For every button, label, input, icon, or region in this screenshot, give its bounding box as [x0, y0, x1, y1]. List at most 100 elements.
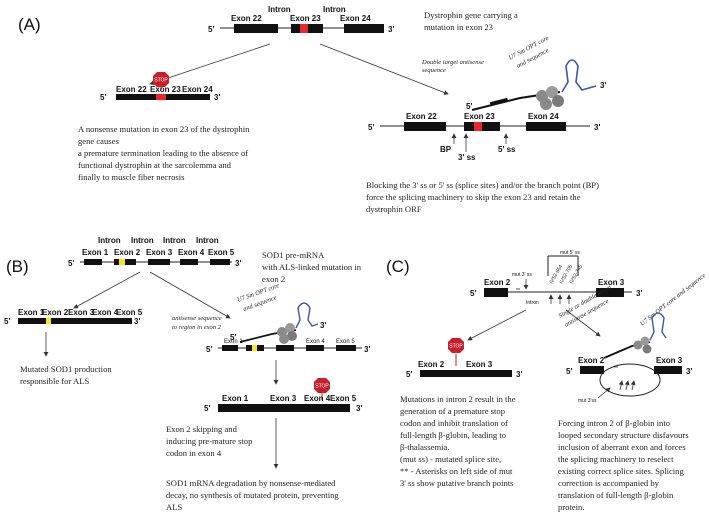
five-prime: 5'	[4, 317, 10, 326]
double-target-line-2: sequence	[422, 67, 446, 74]
exon2-label: Exon 2	[418, 360, 445, 369]
intron-label: Intron	[323, 5, 346, 14]
text-line: looped secondary structure disfavours	[558, 430, 689, 440]
gene-caption-line-2: mutation in exon 23	[424, 22, 493, 32]
intron-label: Intron	[526, 300, 539, 306]
sod1-caption-line-2: with ALS-linked mutation in	[262, 262, 362, 272]
panel-a-right-text: Blocking the 3' ss or 5' ss (splice site…	[366, 180, 599, 214]
exon4-label: Exon 4	[304, 394, 331, 403]
exon3-label: Exon 3	[68, 308, 95, 317]
hairpin-icon	[649, 312, 667, 341]
text-line: inclusion of aberrant exon and forces	[558, 442, 686, 452]
antisense-line-1: antisense sequence	[172, 315, 222, 322]
five-prime: 5'	[566, 367, 572, 376]
text-line: correction is accompanied by	[558, 478, 660, 488]
text-line: Mutations in intron 2 result in the	[400, 394, 516, 404]
looped-pre-mrna: 5' 3' Exon 2 Exon 3 ** mut 3'ss	[566, 356, 692, 404]
exon22-label: Exon 22	[116, 85, 147, 94]
u7-antisense-construct-a: Double target antisense sequence U7 Sm O…	[421, 35, 606, 111]
stop-sign-icon	[153, 72, 169, 87]
five-prime: 5'	[406, 370, 412, 379]
text-line: full-length β-globin, leading to	[400, 430, 506, 440]
three-prime: 3'	[356, 404, 362, 413]
text-line: dystrophin ORF	[366, 204, 422, 214]
mut5ss-label: mut 5' ss	[560, 250, 580, 256]
intron-label: Intron	[268, 5, 291, 14]
panel-b: (B) 5' 3' Intron Intron Intron Intron Ex…	[4, 236, 370, 512]
three-prime: 3'	[134, 317, 140, 326]
nmd-line-2: decay, no synthesis of mutated protein, …	[166, 490, 339, 500]
three-prime: 3'	[600, 81, 606, 90]
exon2-label: Exon 2	[578, 356, 605, 365]
mut3ss-lower-label: mut 3'ss	[578, 398, 597, 404]
text-line: (mut ss) - mutated splice site,	[400, 454, 501, 464]
text-line: generation of a premature stop	[400, 406, 505, 416]
three-prime: 3'	[388, 25, 394, 34]
mutated-sod1-mrna: 5' 3' Exon 1 Exon 2 Exon 3 Exon 4 Exon 5	[4, 308, 143, 326]
text-line: the splicing machinery to reselect	[558, 454, 674, 464]
three-prime: 3'	[214, 93, 220, 102]
exon22-label: Exon 22	[231, 14, 262, 23]
globin-pre-mrna: 5' 3' Exon 2 Exon 3 ** mut 3' ss mut 5' …	[470, 250, 642, 306]
exon2-label: Exon 2	[42, 308, 69, 317]
intron-label: Intron	[163, 236, 186, 245]
three-prime: 3'	[235, 259, 241, 268]
exon24-label: Exon 24	[182, 85, 213, 94]
ss5-label: 5' ss	[498, 145, 516, 154]
exon5-label: Exon 5	[208, 248, 235, 257]
u7-core: U7 Sm OPT core and sequence	[639, 272, 707, 327]
nmd-line-3: ALS	[166, 502, 182, 512]
hairpin-icon	[295, 302, 319, 329]
exon1-label: Exon 1	[82, 248, 109, 257]
nonsense-mrna: STOP 5' 3' Exon 22 Exon 23 Exon 24	[100, 72, 220, 102]
intron-label: Intron	[131, 236, 154, 245]
text-line: finally to muscle fiber necrosis	[78, 172, 185, 182]
five-prime: 5'	[208, 25, 214, 34]
five-prime: 5'	[68, 259, 74, 268]
text-line: Forcing intron 2 of β-globin into	[558, 418, 670, 428]
stop-sign-icon	[448, 338, 464, 353]
panel-a-left-text: A nonsense mutation in exon 23 of the dy…	[78, 124, 250, 182]
text-line: ** - Asterisks on left side of mut	[400, 466, 513, 476]
exon22-label: Exon 22	[406, 112, 437, 121]
intron-label: Intron	[98, 236, 121, 245]
sod1-caption-line-1: SOD1 pre-mRNA	[262, 250, 325, 260]
hairpin-icon	[561, 59, 597, 93]
text-line: 3' ss show putative branch points	[400, 478, 514, 488]
skip-line-2: inducing pre-mature stop	[166, 436, 252, 446]
panel-c-left-text: Mutations in intron 2 result in the gene…	[400, 394, 516, 488]
text-line: β-thalassemia.	[400, 442, 449, 452]
exon1-label: Exon 1	[222, 394, 249, 403]
exon3-label: Exon 3	[270, 394, 297, 403]
panel-a-label: (A)	[18, 15, 41, 34]
three-prime: 3'	[364, 345, 370, 354]
target-pre-mrna-b: 5' 3' Exon 1 Exon 4 Exon 5	[206, 339, 370, 354]
panel-c: (C) 5' 3' Exon 2 Exon 3 ** mut 3' ss mut…	[386, 250, 707, 512]
exon3-label: Exon 3	[146, 248, 173, 257]
exon4-label: Exon 4	[92, 308, 119, 317]
text-line: codon and inhibit translation of	[400, 418, 508, 428]
nmd-line-1: SOD1 mRNA degradation by nonsense-mediat…	[166, 478, 336, 488]
mutated-sod1-line-1: Mutated SOD1 production	[20, 364, 112, 374]
panel-c-label: (C)	[386, 257, 410, 276]
mutated-sod1-line-2: responsible for ALS	[20, 376, 89, 386]
exon3-label: Exon 3	[466, 360, 493, 369]
exon24-label: Exon 24	[528, 112, 559, 121]
three-prime: 3'	[686, 367, 692, 376]
stop-text: STOP	[449, 344, 463, 350]
three-prime: 3'	[636, 289, 642, 298]
sod1-pre-mrna: 5' 3' Intron Intron Intron Intron Exon 1…	[68, 236, 241, 268]
exon5-label: Exon 5	[116, 308, 143, 317]
ss3-label: 3' ss	[458, 153, 476, 162]
exon23-label: Exon 23	[150, 85, 181, 94]
exon23-label: Exon 23	[290, 14, 321, 23]
five-prime: 5'	[368, 123, 374, 132]
mut3ss-label: mut 3' ss	[512, 272, 532, 278]
exon5-label: Exon 5	[336, 339, 355, 345]
panel-a: (A) 5' 3' Intron Intron Exon 22 Exon 23 …	[18, 5, 606, 214]
exon2-label: Exon 2	[114, 248, 141, 257]
exon3-label: Exon 3	[656, 356, 683, 365]
u7-antisense-construct-b: antisense sequence to region in exon 2 U…	[172, 282, 326, 344]
exon1-label: Exon 1	[18, 308, 45, 317]
exon5-label: Exon 5	[330, 394, 357, 403]
